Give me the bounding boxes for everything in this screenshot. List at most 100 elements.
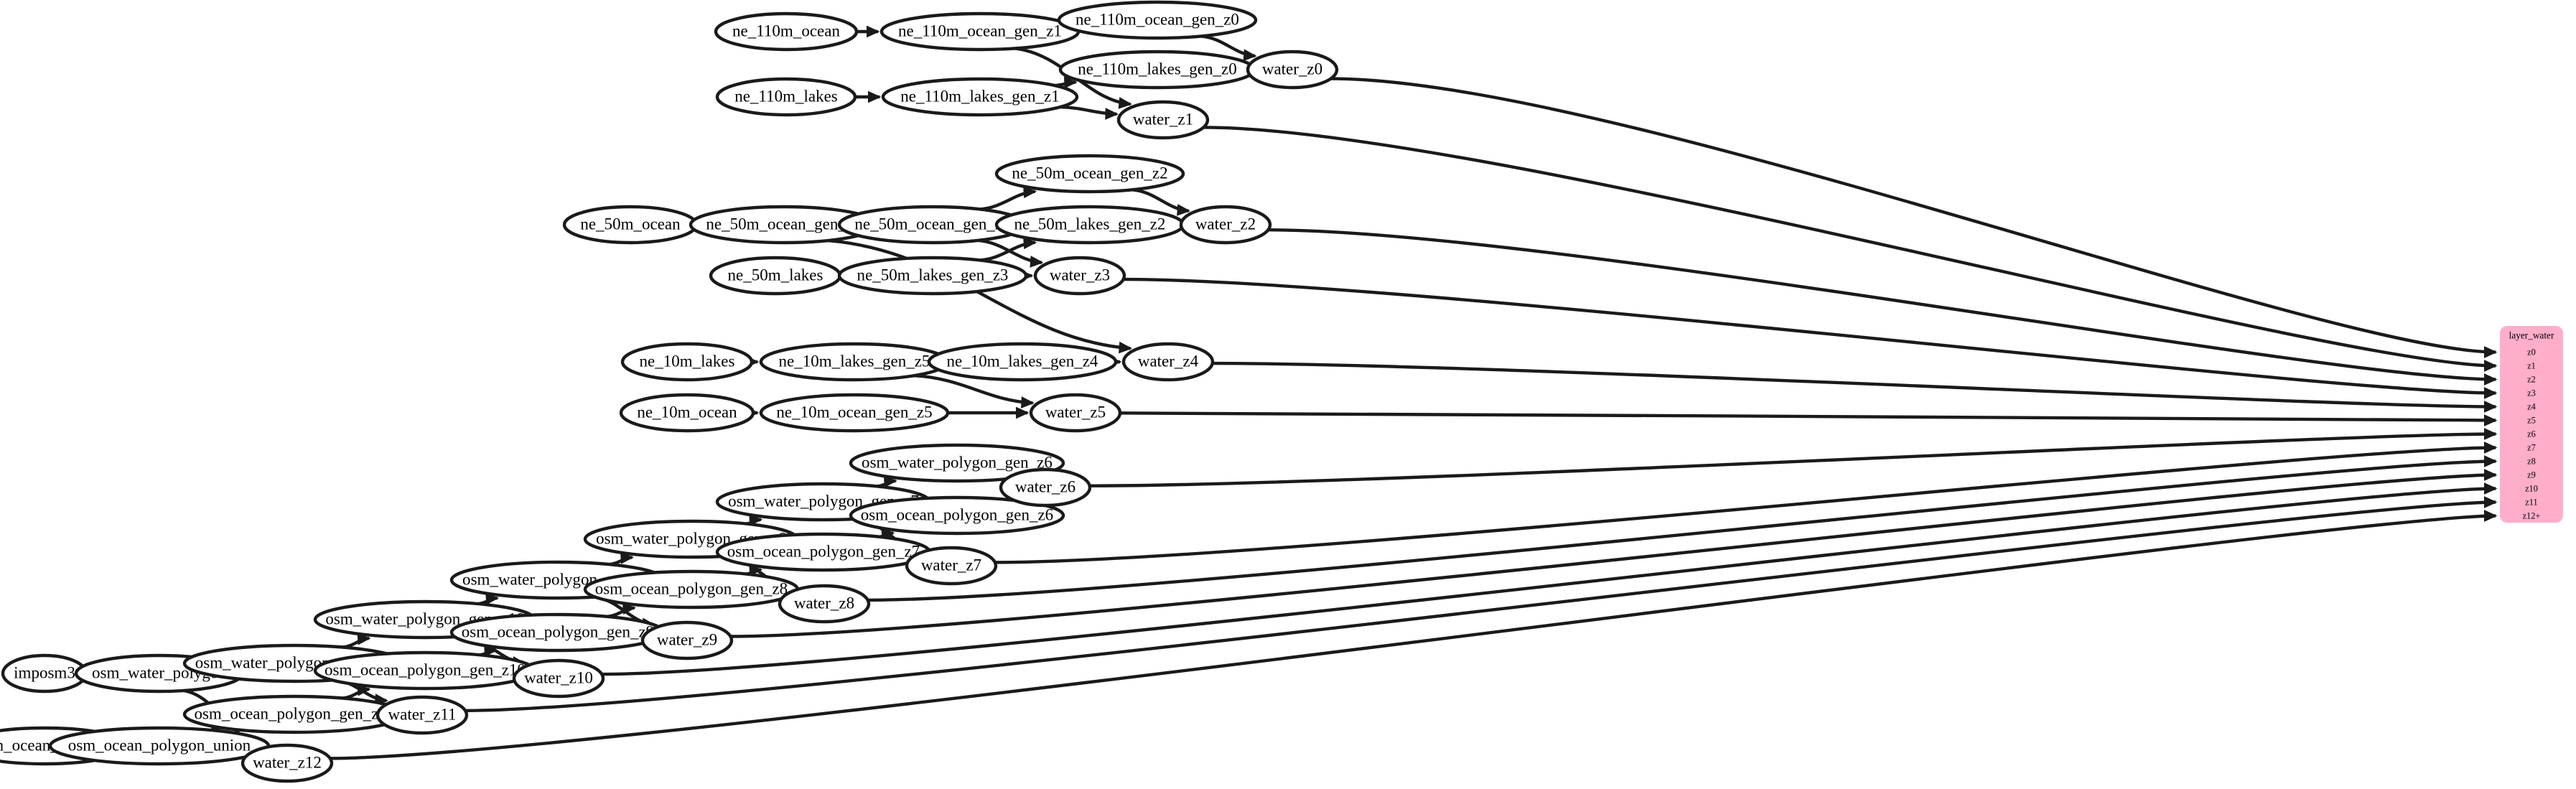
node-imposm3[interactable]: imposm3	[1, 653, 88, 694]
row-label: z4	[2527, 401, 2536, 411]
node-label: water_z0	[1262, 59, 1322, 78]
node-label: ne_50m_lakes_gen_z2	[1014, 214, 1166, 233]
node-ne_10m_ocean[interactable]: ne_10m_ocean	[619, 393, 755, 433]
node-label: water_z3	[1050, 265, 1110, 284]
node-ne_50m_lakes_gen_z2[interactable]: ne_50m_lakes_gen_z2	[994, 205, 1185, 245]
arrowhead	[2484, 496, 2498, 508]
row-label: z8	[2527, 456, 2536, 466]
layer-row-z1[interactable]: z1	[2500, 359, 2563, 370]
node-osm_ocean_polygon_gen_z11[interactable]: osm_ocean_polygon_gen_z11	[182, 694, 406, 734]
node-shape	[905, 546, 998, 586]
node-osm_water_polygon_gen_z6[interactable]: osm_water_polygon_gen_z6	[849, 443, 1065, 483]
layer-row-z12+[interactable]: z12+	[2500, 509, 2563, 520]
node-osm_ocean_polygon_gen_z10[interactable]: osm_ocean_polygon_gen_z10	[313, 650, 537, 691]
layer-row-z3[interactable]: z3	[2500, 386, 2563, 398]
arrowhead	[1177, 204, 1191, 216]
node-label: ne_50m_ocean_gen_z4	[706, 214, 862, 233]
layer-water-table: layer_waterz0z1z2z3z4z5z6z7z8z9z10z11z12…	[2500, 326, 2563, 523]
layer-row-z7[interactable]: z7	[2500, 441, 2563, 452]
layer-water-table-body	[2500, 326, 2563, 523]
node-ne_50m_ocean_gen_z4[interactable]: ne_50m_ocean_gen_z4	[689, 205, 879, 245]
node-ne_110m_ocean_gen_z1[interactable]: ne_110m_ocean_gen_z1	[879, 11, 1081, 52]
arrowhead	[2484, 387, 2498, 399]
node-osm_ocean_polygon_union[interactable]: osm_ocean_polygon_union	[48, 726, 271, 766]
node-osm_ocean_polygon_gen_z6[interactable]: osm_ocean_polygon_gen_z6	[849, 495, 1065, 536]
node-label: ne_110m_ocean_gen_z0	[1075, 9, 1239, 28]
node-label: ne_50m_ocean	[580, 214, 681, 233]
row-label: z0	[2527, 347, 2536, 357]
node-water_z11[interactable]: water_z11	[375, 695, 469, 735]
node-shape	[1179, 205, 1272, 245]
arrowhead	[2484, 346, 2498, 358]
node-osm_ocean_polygon_gen_z9[interactable]: osm_ocean_polygon_gen_z9	[449, 612, 666, 653]
node-water_z12[interactable]: water_z12	[241, 743, 334, 783]
layer-row-z6[interactable]: z6	[2500, 427, 2563, 439]
arrowhead	[749, 564, 763, 576]
layer-row-z4[interactable]: z4	[2500, 400, 2563, 411]
arrowhead	[485, 592, 500, 605]
node-ne_10m_lakes_gen_z5[interactable]: ne_10m_lakes_gen_z5	[759, 342, 950, 382]
node-label: ne_50m_ocean_gen_z2	[1012, 163, 1167, 182]
node-ne_50m_ocean_gen_z2[interactable]: ne_50m_ocean_gen_z2	[994, 154, 1185, 194]
layer-row-z8[interactable]: z8	[2500, 454, 2563, 466]
node-osm_ocean_polygon_gen_z8[interactable]: osm_ocean_polygon_gen_z8	[583, 569, 800, 610]
layer-row-z2[interactable]: z2	[2500, 373, 2563, 384]
node-shape	[619, 393, 755, 433]
node-water_z2[interactable]: water_z2	[1179, 205, 1272, 245]
node-water_z1[interactable]: water_z1	[1116, 100, 1210, 140]
node-ne_110m_lakes[interactable]: ne_110m_lakes	[715, 77, 857, 117]
node-water_z0[interactable]: water_z0	[1246, 50, 1339, 90]
edge-water_z12-to-layer-row-z12+	[330, 514, 2496, 760]
node-water_z6[interactable]: water_z6	[999, 467, 1092, 508]
node-ne_10m_ocean_gen_z5[interactable]: ne_10m_ocean_gen_z5	[759, 393, 950, 433]
node-ne_10m_lakes_gen_z4[interactable]: ne_10m_lakes_gen_z4	[927, 342, 1118, 382]
node-water_z3[interactable]: water_z3	[1033, 256, 1126, 296]
node-shape	[849, 443, 1065, 483]
node-water_z8[interactable]: water_z8	[778, 584, 871, 624]
row-label: z12+	[2523, 510, 2541, 520]
node-ne_110m_ocean_gen_z0[interactable]: ne_110m_ocean_gen_z0	[1057, 0, 1258, 40]
node-shape	[1246, 50, 1339, 90]
edge-water_z9-to-layer-row-z9	[730, 473, 2496, 638]
node-ne_50m_ocean[interactable]: ne_50m_ocean	[562, 205, 699, 245]
layer-row-z10[interactable]: z10	[2500, 482, 2563, 493]
row-label: z3	[2527, 388, 2536, 398]
arrowhead	[1021, 396, 1035, 408]
arrowhead	[1064, 76, 1078, 89]
edge-water_z5-to-layer-row-z5	[1119, 411, 2496, 422]
layer-row-z9[interactable]: z9	[2500, 468, 2563, 480]
layer-row-z5[interactable]: z5	[2500, 414, 2563, 425]
layer-row-z11[interactable]: z11	[2500, 495, 2563, 507]
node-label: ne_110m_lakes_gen_z0	[1078, 59, 1237, 78]
node-ne_50m_lakes[interactable]: ne_50m_lakes	[709, 256, 842, 296]
node-water_z9[interactable]: water_z9	[640, 620, 734, 660]
arrowhead	[2484, 482, 2498, 495]
node-osm_ocean_polygon_gen_z7[interactable]: osm_ocean_polygon_gen_z7	[715, 532, 932, 572]
node-label: ne_10m_ocean	[637, 402, 737, 421]
node-water_z10[interactable]: water_z10	[512, 658, 605, 699]
arrowhead	[2484, 469, 2498, 481]
node-label: water_z1	[1133, 109, 1193, 128]
arrowhead	[484, 645, 498, 658]
node-label: ne_50m_lakes	[728, 265, 823, 284]
arrowhead	[2484, 360, 2498, 372]
node-ne_110m_lakes_gen_z1[interactable]: ne_110m_lakes_gen_z1	[881, 77, 1079, 117]
node-ne_10m_lakes[interactable]: ne_10m_lakes	[620, 342, 754, 382]
node-ne_50m_lakes_gen_z3[interactable]: ne_50m_lakes_gen_z3	[837, 256, 1028, 296]
arrowhead	[2484, 401, 2498, 413]
node-ne_110m_ocean[interactable]: ne_110m_ocean	[714, 11, 859, 52]
node-water_z4[interactable]: water_z4	[1121, 342, 1215, 382]
node-label: ne_110m_lakes_gen_z1	[900, 86, 1060, 105]
nodes-layer: imposm3osm_ocean_polygonosm_water_polygo…	[0, 0, 1339, 783]
arrowhead	[867, 25, 880, 38]
node-label: water_z12	[253, 752, 322, 771]
node-shape	[927, 342, 1118, 382]
node-shape	[1033, 256, 1126, 296]
node-shape	[994, 154, 1185, 194]
layer-row-z0[interactable]: z0	[2500, 345, 2563, 357]
node-ne_110m_lakes_gen_z0[interactable]: ne_110m_lakes_gen_z0	[1058, 50, 1256, 90]
arrowhead	[2484, 455, 2498, 467]
node-water_z5[interactable]: water_z5	[1029, 393, 1122, 433]
node-water_z7[interactable]: water_z7	[905, 546, 998, 586]
node-shape	[999, 467, 1092, 508]
